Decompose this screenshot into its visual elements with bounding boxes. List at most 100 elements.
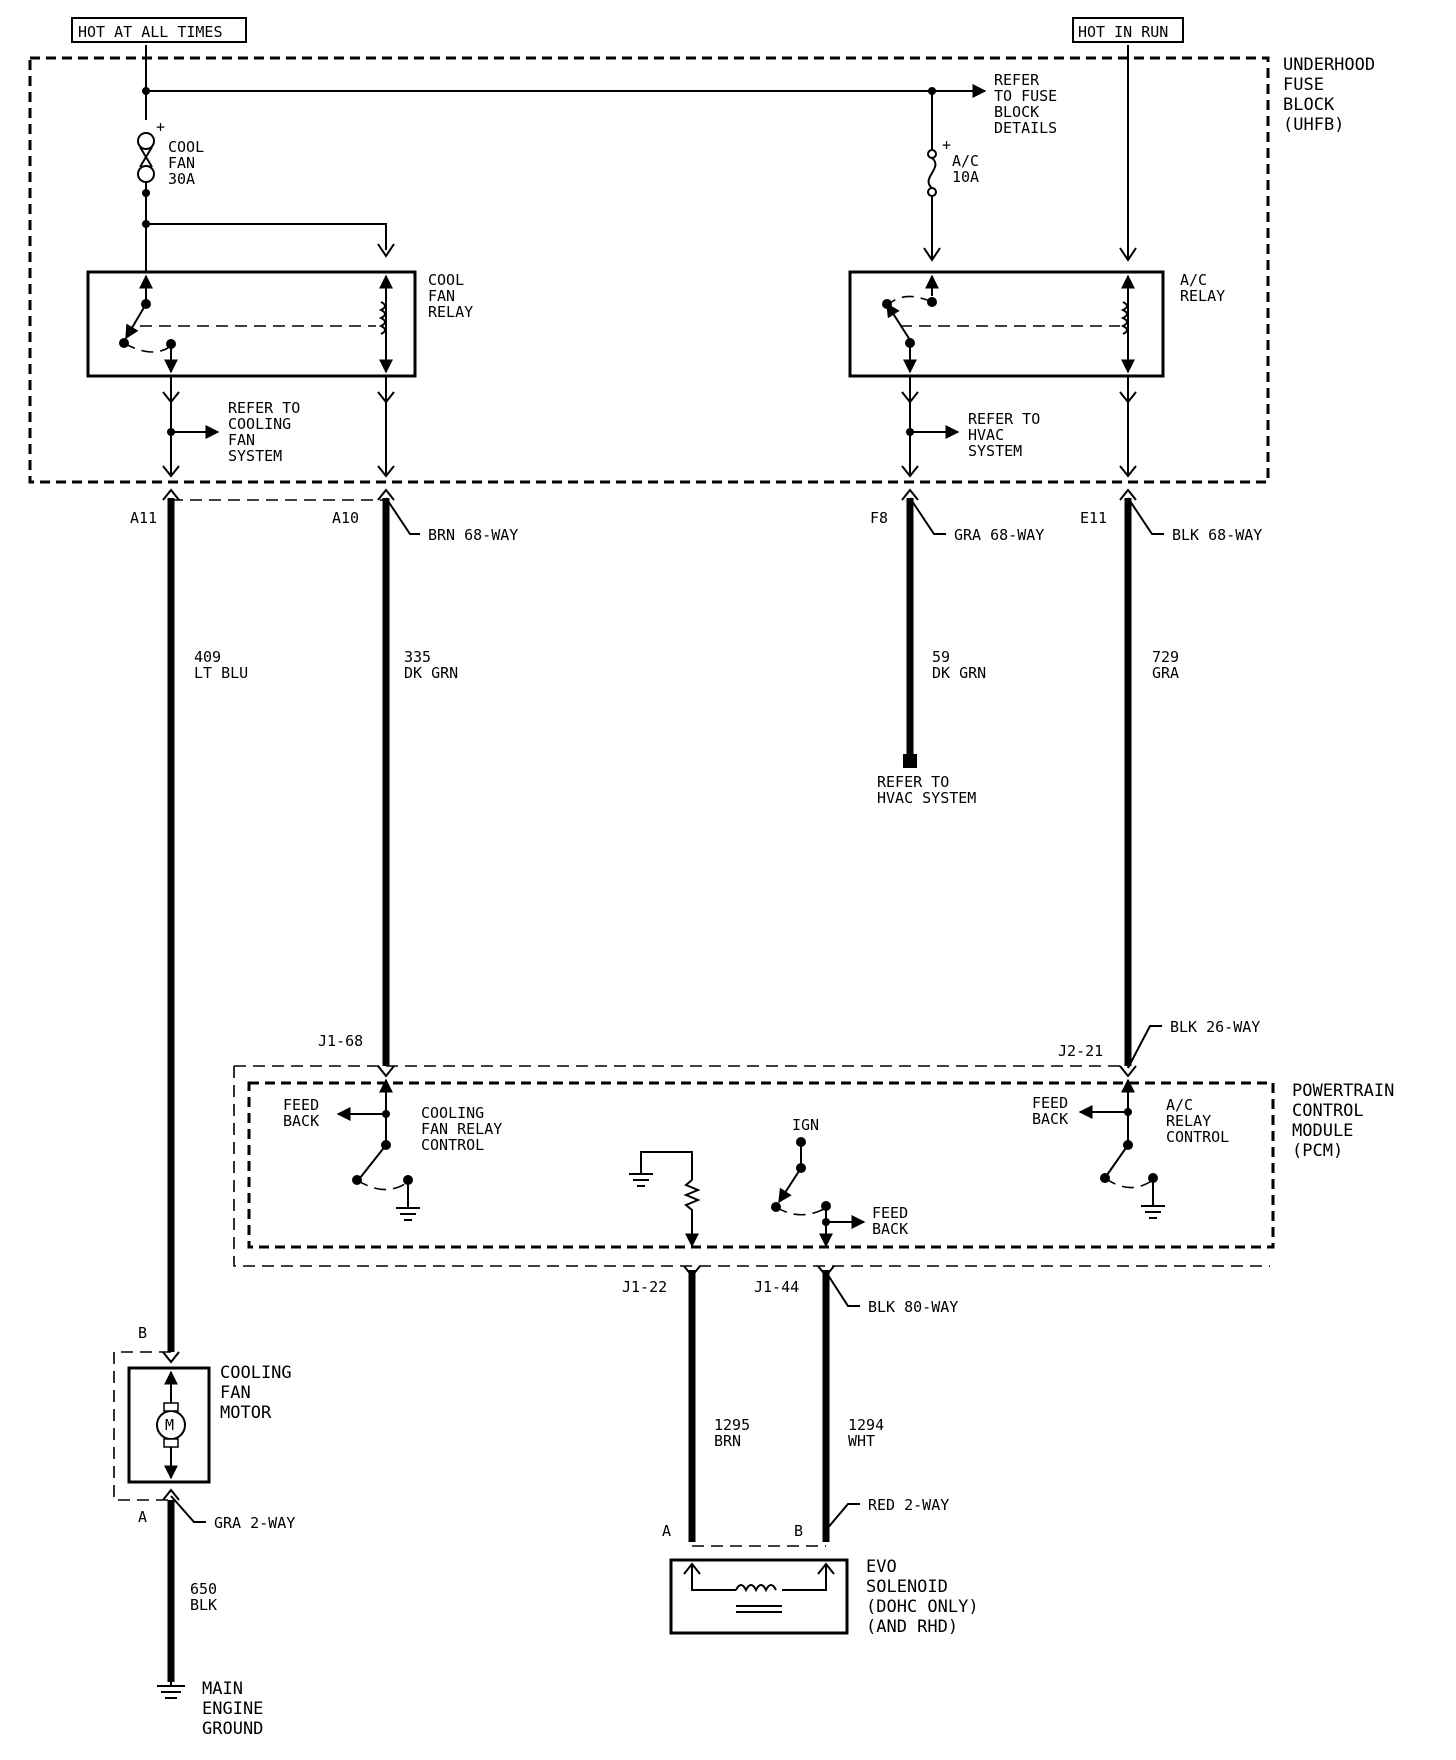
j1-connector-type: BLK 80-WAY [868, 1298, 958, 1316]
svg-text:SYSTEM: SYSTEM [228, 447, 282, 465]
connector-a11: A11 [130, 509, 157, 527]
svg-text:TO FUSE: TO FUSE [994, 87, 1057, 105]
svg-text:LT BLU: LT BLU [194, 664, 248, 682]
ac-relay-control: FEED BACK A/C RELAY CONTROL [1032, 1078, 1229, 1219]
j2-21-connector-type: BLK 26-WAY [1170, 1018, 1260, 1036]
svg-text:REFER TO: REFER TO [228, 399, 300, 417]
svg-text:GRA: GRA [1152, 664, 1179, 682]
wire-1294-label: 1294 WHT [848, 1416, 884, 1450]
ground-symbol [157, 1682, 185, 1699]
svg-text:729: 729 [1152, 648, 1179, 666]
wire-729-label: 729 GRA [1152, 648, 1179, 682]
uhfb-label: UNDERHOOD FUSE BLOCK (UHFB) [1283, 55, 1375, 135]
svg-text:FEED: FEED [872, 1204, 908, 1222]
connector-j1-22: J1-22 [622, 1278, 667, 1296]
motor-pin-b: B [138, 1324, 147, 1342]
svg-text:FEED: FEED [1032, 1094, 1068, 1112]
svg-text:REFER: REFER [994, 71, 1040, 89]
uhfb-boundary [28, 56, 1270, 484]
svg-text:HVAC: HVAC [968, 426, 1004, 444]
e11-connector-type: BLK 68-WAY [1172, 526, 1262, 544]
svg-text:(AND RHD): (AND RHD) [866, 1617, 958, 1637]
evo-solenoid: EVO SOLENOID (DOHC ONLY) (AND RHD) [669, 1557, 979, 1637]
svg-text:CONTROL: CONTROL [421, 1136, 484, 1154]
pcm-outer-boundary [233, 1065, 1270, 1267]
evo-connector-type: RED 2-WAY [868, 1496, 949, 1514]
main-engine-ground-label: MAIN ENGINE GROUND [202, 1679, 263, 1739]
svg-text:(PCM): (PCM) [1292, 1141, 1343, 1161]
pcm-resistor [629, 1151, 701, 1248]
svg-text:FAN RELAY: FAN RELAY [421, 1120, 502, 1138]
refer-hvac-system-uhfb: REFER TO HVAC SYSTEM [968, 410, 1040, 460]
svg-text:RELAY: RELAY [1180, 287, 1225, 305]
svg-text:DK GRN: DK GRN [404, 664, 458, 682]
svg-text:HOT IN RUN: HOT IN RUN [1078, 23, 1168, 41]
a10-connector-type: BRN 68-WAY [428, 526, 518, 544]
svg-text:30A: 30A [168, 170, 195, 188]
pcm-label: POWERTRAIN CONTROL MODULE (PCM) [1292, 1081, 1394, 1161]
connector-e11: E11 [1080, 509, 1107, 527]
svg-text:BRN: BRN [714, 1432, 741, 1450]
svg-text:BACK: BACK [283, 1112, 319, 1130]
svg-text:COOL: COOL [168, 138, 204, 156]
svg-text:BLOCK: BLOCK [1283, 95, 1335, 115]
svg-text:FAN: FAN [428, 287, 455, 305]
connector-a10: A10 [332, 509, 359, 527]
cool-fan-fuse: + COOL FAN 30A [137, 118, 204, 228]
svg-text:REFER TO: REFER TO [968, 410, 1040, 428]
svg-text:BLOCK: BLOCK [994, 103, 1039, 121]
ign-switch: IGN FEED BACK [771, 1116, 908, 1248]
pcm-boundary [247, 1081, 1275, 1249]
svg-text:DETAILS: DETAILS [994, 119, 1057, 137]
wire-650-label: 650 BLK [190, 1580, 217, 1614]
ac-fuse: + A/C 10A [927, 91, 979, 260]
hot-at-all-times-tag: HOT AT ALL TIMES [71, 17, 247, 43]
motor-pin-a: A [138, 1508, 147, 1526]
svg-text:1294: 1294 [848, 1416, 884, 1434]
svg-text:335: 335 [404, 648, 431, 666]
svg-text:EVO: EVO [866, 1557, 897, 1577]
svg-text:SYSTEM: SYSTEM [968, 442, 1022, 460]
svg-text:BLK: BLK [190, 1596, 217, 1614]
svg-text:10A: 10A [952, 168, 979, 186]
svg-text:RELAY: RELAY [1166, 1112, 1211, 1130]
svg-text:REFER TO: REFER TO [877, 773, 949, 791]
svg-text:POWERTRAIN: POWERTRAIN [1292, 1081, 1394, 1101]
svg-text:A/C: A/C [1166, 1096, 1193, 1114]
svg-text:COOLING: COOLING [220, 1363, 292, 1383]
svg-text:FEED: FEED [283, 1096, 319, 1114]
svg-text:COOLING: COOLING [228, 415, 291, 433]
wire-59-label: 59 DK GRN [932, 648, 986, 682]
svg-text:FAN: FAN [168, 154, 195, 172]
svg-text:A/C: A/C [1180, 271, 1207, 289]
motor-connector-outline [113, 1351, 171, 1501]
svg-text:RELAY: RELAY [428, 303, 473, 321]
svg-text:CONTROL: CONTROL [1166, 1128, 1229, 1146]
svg-text:COOLING: COOLING [421, 1104, 484, 1122]
svg-text:ENGINE: ENGINE [202, 1699, 263, 1719]
svg-text:BACK: BACK [872, 1220, 908, 1238]
svg-text:59: 59 [932, 648, 950, 666]
svg-text:DK GRN: DK GRN [932, 664, 986, 682]
refer-cooling-fan-system: REFER TO COOLING FAN SYSTEM [228, 399, 300, 465]
svg-text:+: + [156, 118, 165, 136]
wire-409-label: 409 LT BLU [194, 648, 248, 682]
svg-text:CONTROL: CONTROL [1292, 1101, 1364, 1121]
connector-f8: F8 [870, 509, 888, 527]
svg-text:(UHFB): (UHFB) [1283, 115, 1344, 135]
connector-j2-21: J2-21 [1058, 1042, 1103, 1060]
svg-text:A/C: A/C [952, 152, 979, 170]
svg-text:1295: 1295 [714, 1416, 750, 1434]
cooling-fan-motor: M COOLING FAN MOTOR [127, 1363, 292, 1484]
svg-text:MAIN: MAIN [202, 1679, 243, 1699]
hot-in-run-tag: HOT IN RUN [1072, 17, 1184, 43]
svg-text:IGN: IGN [792, 1116, 819, 1134]
svg-text:FUSE: FUSE [1283, 75, 1324, 95]
svg-text:FAN: FAN [220, 1383, 251, 1403]
svg-text:409: 409 [194, 648, 221, 666]
svg-text:COOL: COOL [428, 271, 464, 289]
wire-1295-label: 1295 BRN [714, 1416, 750, 1450]
svg-text:UNDERHOOD: UNDERHOOD [1283, 55, 1375, 75]
f8-connector-type: GRA 68-WAY [954, 526, 1044, 544]
connector-j1-68: J1-68 [318, 1032, 363, 1050]
